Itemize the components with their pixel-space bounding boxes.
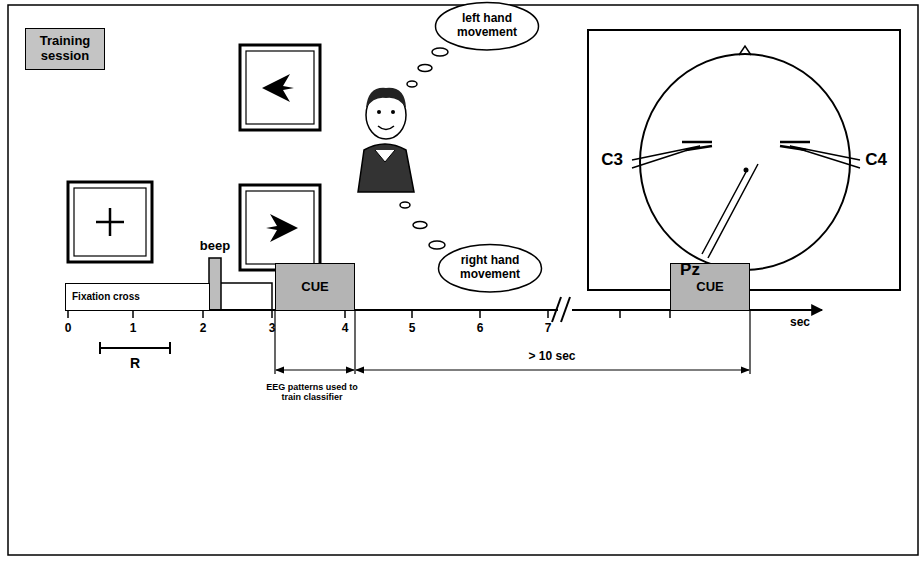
tick-number: 0 bbox=[65, 322, 72, 335]
screen-fixation bbox=[68, 182, 152, 262]
person-figure bbox=[358, 48, 448, 249]
interval-label: > 10 sec bbox=[528, 350, 575, 363]
session-box: Training session bbox=[25, 28, 105, 70]
node-text: CUE bbox=[301, 280, 328, 295]
electrode-label: Pz bbox=[680, 261, 700, 280]
tick-number: 7 bbox=[545, 322, 552, 335]
bubble-ellipse bbox=[436, 2, 539, 50]
node-text: left hand movement bbox=[453, 12, 521, 40]
screen-left-arrow bbox=[240, 45, 320, 130]
node-text: Training session bbox=[33, 34, 97, 64]
node-text: right hand movement bbox=[456, 254, 524, 282]
window-note: EEG patterns used to train classifier bbox=[262, 383, 362, 403]
tick-number: 5 bbox=[409, 322, 416, 335]
axis-unit: sec bbox=[790, 316, 810, 329]
node-text: Fixation cross bbox=[72, 291, 140, 303]
cue-box: CUE bbox=[275, 263, 355, 311]
tick-number: 2 bbox=[200, 322, 207, 335]
interval-label: R bbox=[130, 356, 140, 371]
thought-bubble: left hand movement bbox=[434, 1, 540, 52]
electrode-label: C3 bbox=[601, 151, 623, 170]
tick-number: 4 bbox=[342, 322, 349, 335]
tick-number: 1 bbox=[130, 322, 137, 335]
electrode-montage bbox=[588, 30, 900, 290]
fixation-phase-box: Fixation cross bbox=[65, 283, 210, 311]
node-text: CUE bbox=[696, 280, 723, 295]
tick-number: 6 bbox=[477, 322, 484, 335]
signal-label: beep bbox=[200, 239, 230, 253]
thought-bubble: right hand movement bbox=[437, 243, 543, 294]
electrode-label: C4 bbox=[865, 151, 887, 170]
screen-right-arrow bbox=[240, 185, 320, 270]
outer-frame bbox=[8, 5, 918, 555]
bubble-ellipse bbox=[439, 244, 542, 292]
tick-number: 3 bbox=[269, 322, 276, 335]
